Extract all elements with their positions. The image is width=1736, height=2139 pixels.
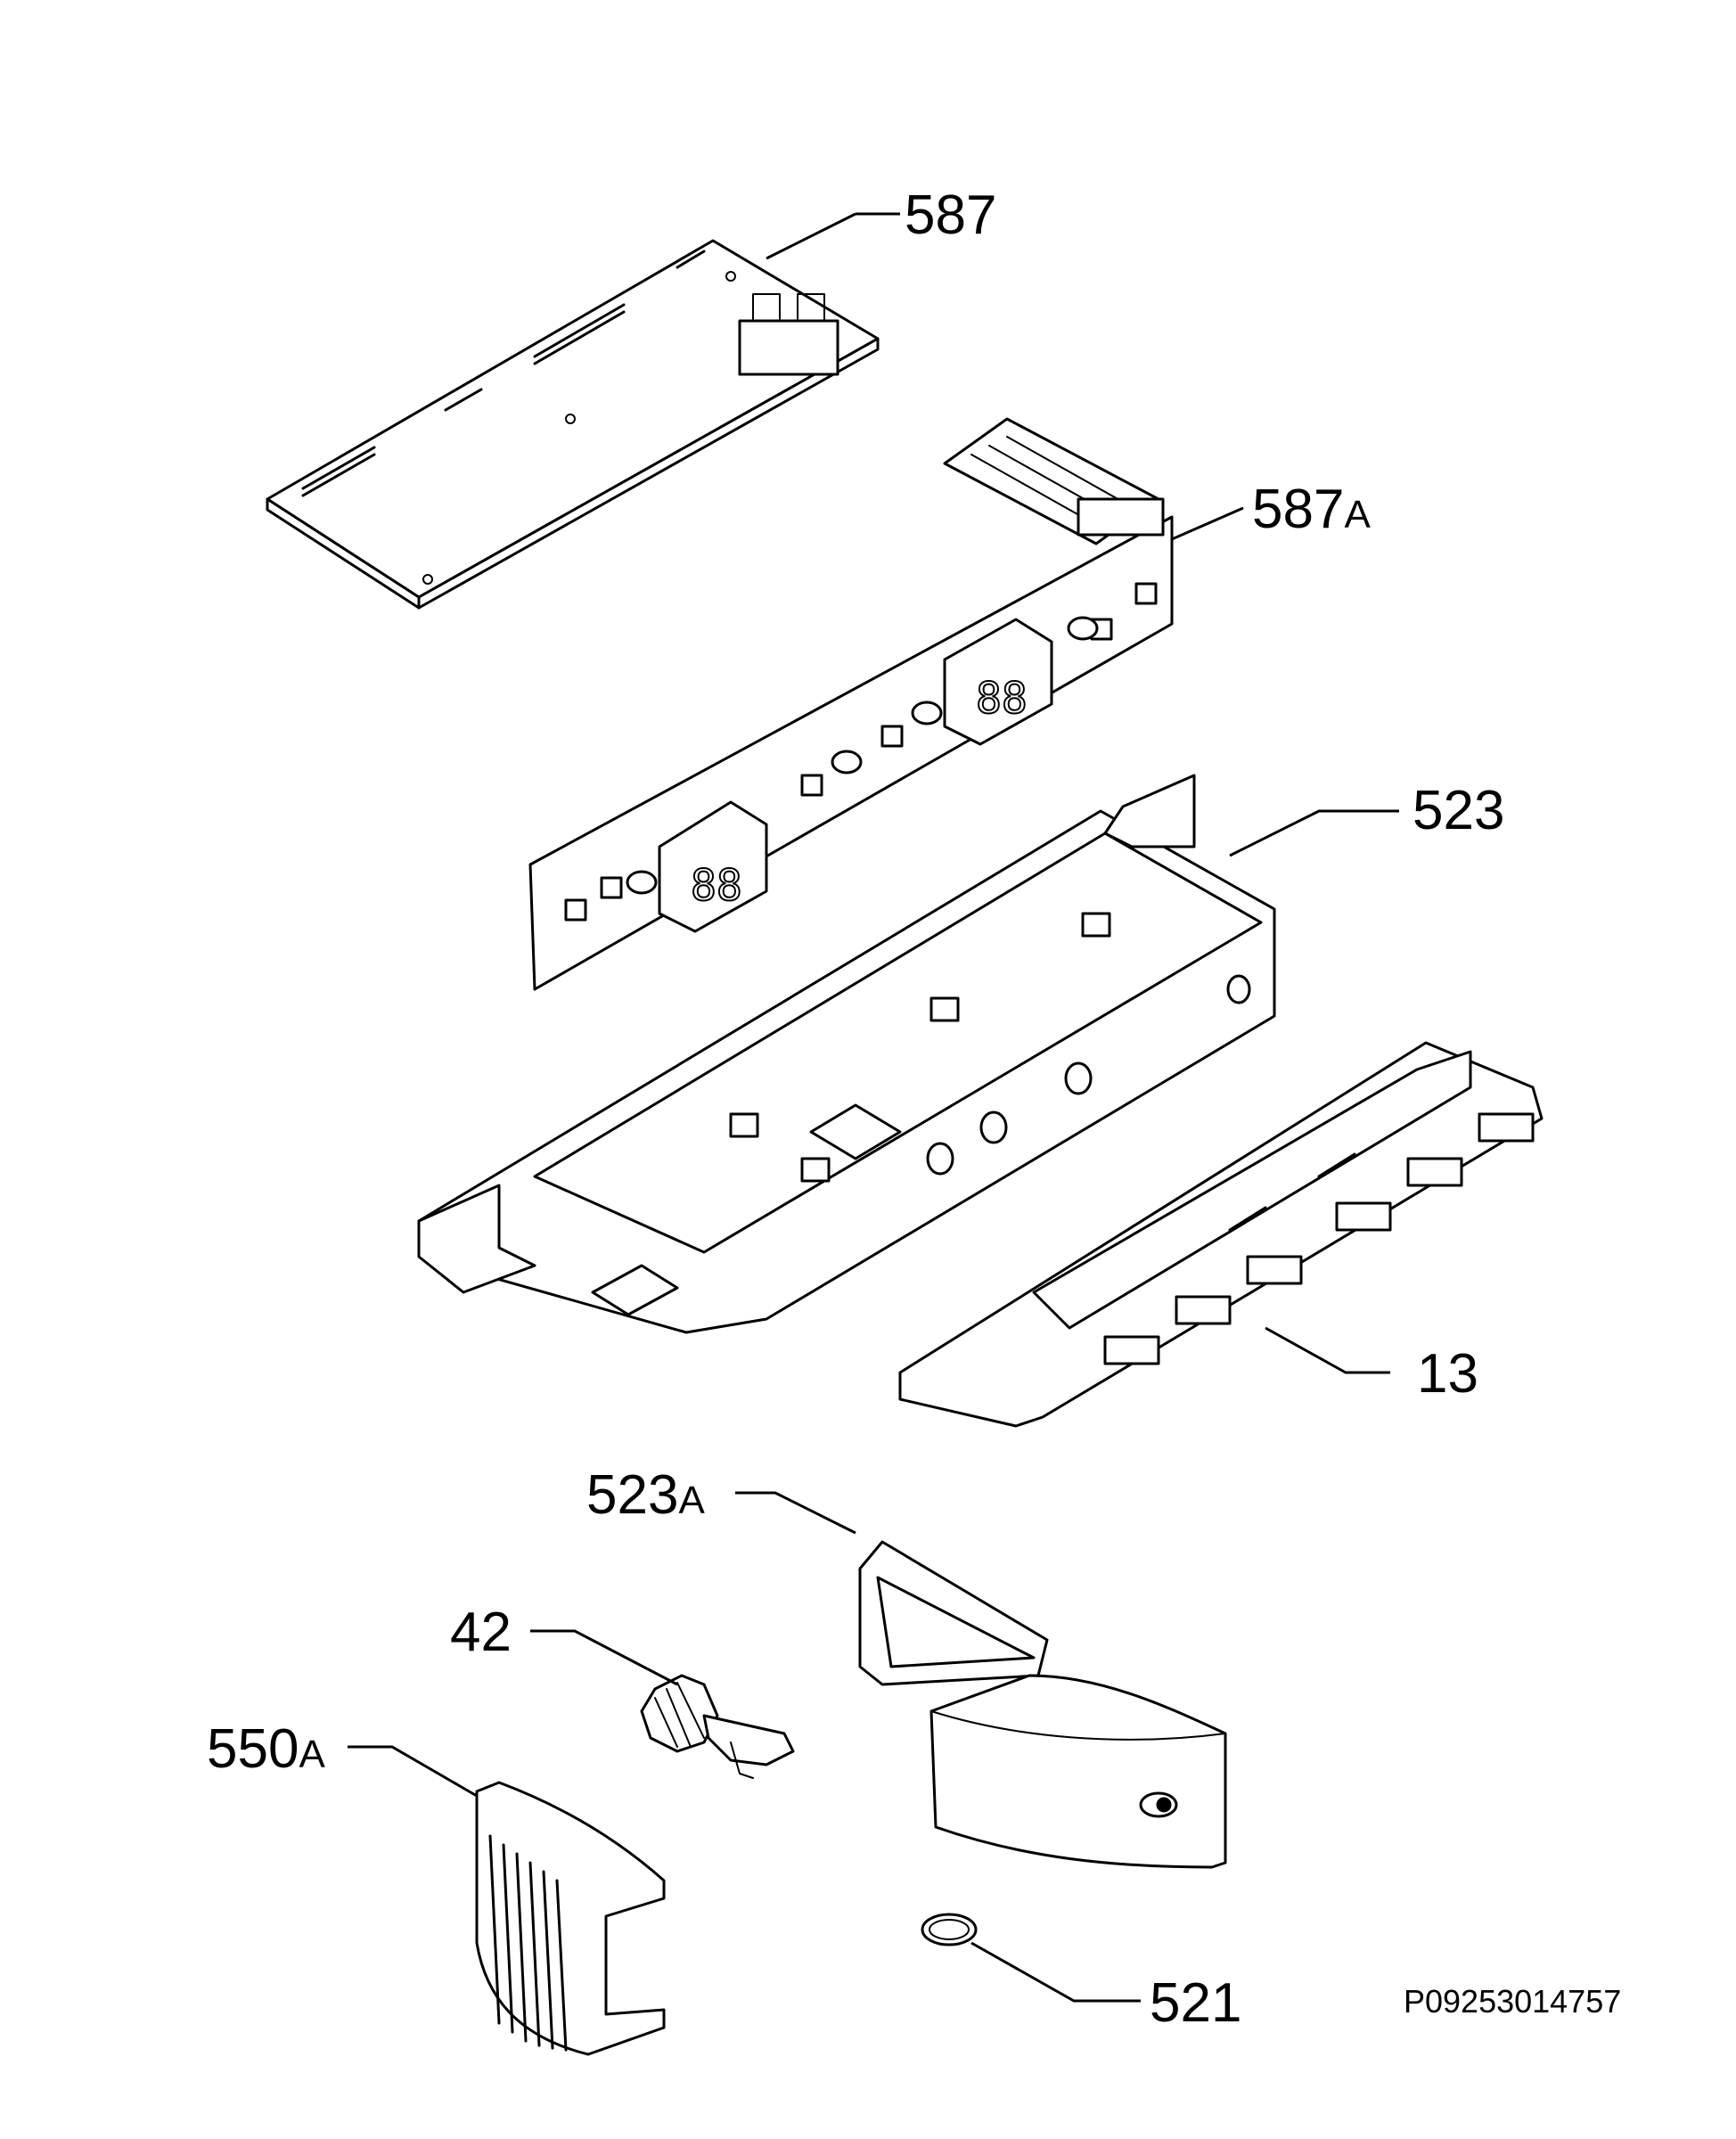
leader-521 xyxy=(970,1941,1141,2003)
part-587-pcb xyxy=(266,239,880,610)
leader-550a xyxy=(348,1745,478,1798)
callout-550a: 550A xyxy=(207,1718,325,1780)
part-42-connector xyxy=(640,1674,795,1779)
part-523-housing xyxy=(417,774,1276,1334)
part-587a-display-board: 88 88 xyxy=(528,417,1174,991)
part-521-o-ring xyxy=(921,1913,978,1946)
callout-587: 587 xyxy=(905,184,996,246)
part-13-rail xyxy=(898,1041,1544,1428)
leader-523a xyxy=(735,1491,856,1535)
leader-13 xyxy=(1265,1326,1390,1374)
leader-523 xyxy=(1229,809,1399,857)
callout-523: 523 xyxy=(1413,780,1504,841)
leader-587a xyxy=(1171,506,1244,541)
callout-523a: 523A xyxy=(586,1464,705,1526)
callout-587a: 587A xyxy=(1252,479,1371,540)
callout-13: 13 xyxy=(1417,1343,1478,1405)
callout-521: 521 xyxy=(1150,1972,1241,2034)
leader-42 xyxy=(530,1629,678,1686)
part-523a-end-cap xyxy=(858,1540,1227,1869)
leader-587 xyxy=(766,212,856,260)
callout-42: 42 xyxy=(450,1602,512,1663)
part-550a-small-cap xyxy=(475,1781,666,2056)
svg-text:88: 88 xyxy=(691,861,742,911)
reference-code: P09253014757 xyxy=(1404,1983,1621,2020)
svg-text:88: 88 xyxy=(976,674,1028,724)
